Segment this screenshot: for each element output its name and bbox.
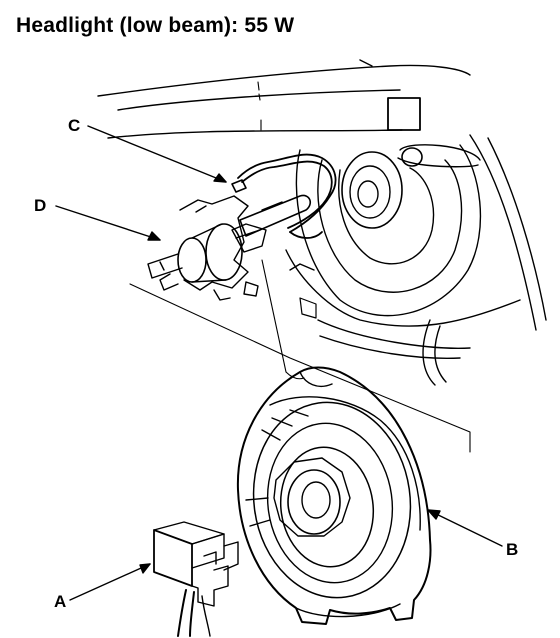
dust-cover: [238, 368, 431, 625]
retaining-spring-clip: [232, 155, 336, 238]
callout-leaders: [56, 126, 502, 600]
assembly-guide-lines: [130, 260, 470, 452]
body-square-hole: [388, 98, 420, 130]
diagram-title: Headlight (low beam): 55 W: [16, 14, 295, 37]
callout-a-label: A: [54, 592, 67, 611]
vehicle-body-outline: [98, 60, 546, 330]
headlight-bulb: [148, 195, 310, 300]
callout-c-label: C: [68, 116, 81, 135]
wiring-connector: [154, 522, 238, 636]
headlight-housing: [286, 145, 520, 385]
callout-d-label: D: [34, 196, 47, 215]
callout-b-label: B: [506, 540, 519, 559]
